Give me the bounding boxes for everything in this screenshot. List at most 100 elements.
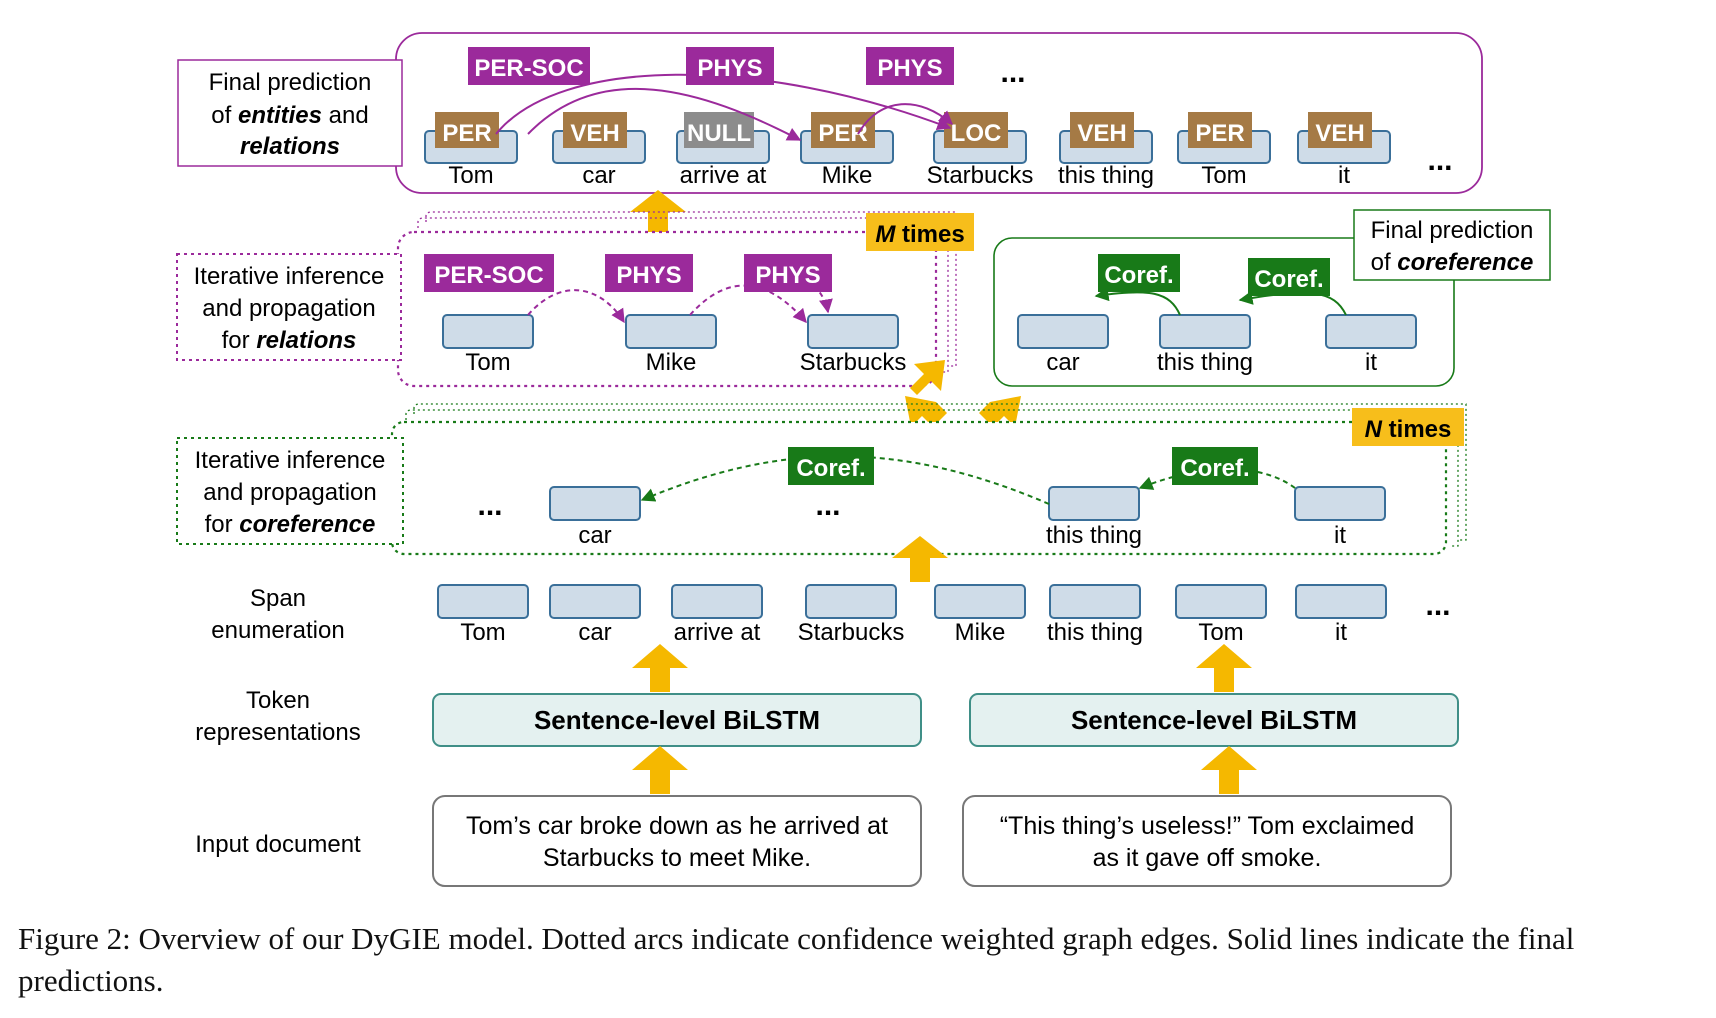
ellipsis: ... <box>815 489 840 522</box>
entity-tag: LOC <box>951 120 1002 147</box>
entity-tag: PER <box>1195 120 1244 147</box>
input-sentence-2: “This thing’s useless!” Tom exclaimed as… <box>962 795 1452 887</box>
row-label: Span <box>250 585 306 612</box>
entity-tag: VEH <box>570 120 619 147</box>
label-text: for <box>205 511 240 538</box>
span-label: it <box>1338 162 1350 189</box>
coref-tag: Coref. <box>1180 455 1249 482</box>
span-box <box>1049 584 1141 619</box>
span-box <box>549 584 641 619</box>
entity-span: VEH car <box>552 112 646 189</box>
entity-tag: VEH <box>1315 120 1364 147</box>
span-label: car <box>578 619 611 646</box>
bilstm-block-2: Sentence-level BiLSTM <box>969 693 1459 747</box>
up-arrow <box>630 190 686 236</box>
span-box <box>437 584 529 619</box>
entity-tag: VEH <box>1077 120 1126 147</box>
bilstm-label: Sentence-level BiLSTM <box>1071 705 1357 735</box>
relation-layer-spans: Tom Mike Starbucks <box>442 314 907 376</box>
enumerated-span: Starbucks <box>798 584 904 646</box>
sentence-line: as it gave off smoke. <box>1093 844 1322 872</box>
enumerated-span: arrive at <box>671 584 763 646</box>
final-coref-spans: car this thing it <box>1017 314 1417 376</box>
relation-tag: PHYS <box>877 55 942 82</box>
relation-arc <box>857 103 954 135</box>
relation-tag: PHYS <box>755 262 820 289</box>
label-emph: relations <box>256 327 356 354</box>
entity-tag-bg <box>811 112 875 148</box>
label-text: for <box>222 327 257 354</box>
label-emph: relations <box>240 133 340 160</box>
svg-text:of entities and: of entities and <box>211 102 368 129</box>
up-arrow <box>910 360 945 395</box>
relation-tag: PER-SOC <box>474 55 583 82</box>
final-relation-tags: PER-SOC PHYS PHYS <box>468 47 954 85</box>
figure-caption: Figure 2: Overview of our DyGIE model. D… <box>18 921 1575 998</box>
ellipsis: ... <box>1425 589 1450 622</box>
m-times-badge: M times <box>866 213 974 251</box>
coref-layer-arcs <box>640 455 1296 505</box>
relation-stack-shadows <box>417 211 957 373</box>
up-arrow <box>1196 644 1252 692</box>
coref-stack-shadows <box>405 403 1467 547</box>
span-box <box>1175 584 1267 619</box>
relation-layer-arcs <box>527 271 833 324</box>
label-emph: coreference <box>1397 249 1533 276</box>
row-label: enumeration <box>211 617 344 644</box>
bilstm-label: Sentence-level BiLSTM <box>534 705 820 735</box>
span-label: Tom <box>1201 162 1246 189</box>
span-label: it <box>1365 349 1377 376</box>
span-label: arrive at <box>674 619 761 646</box>
row-label: Input document <box>195 831 361 858</box>
coref-tag: Coref. <box>1104 262 1173 289</box>
svg-text:of coreference: of coreference <box>1371 249 1534 276</box>
badge-var: M <box>875 221 896 248</box>
entity-tag-bg <box>435 112 499 148</box>
up-arrow <box>979 396 1021 433</box>
enumerated-span: this thing <box>1047 584 1143 646</box>
label-text: and <box>322 102 369 129</box>
coref-iteration-label-box: Iterative inference and propagation for … <box>176 437 404 545</box>
enumerated-span: car <box>549 584 641 646</box>
badge-text: times <box>1382 416 1451 443</box>
label-line: Iterative inference <box>195 447 386 474</box>
svg-text:N times: N times <box>1365 416 1452 443</box>
ellipsis: ... <box>1000 56 1025 89</box>
relation-arc <box>527 87 802 141</box>
bilstm-block-1: Sentence-level BiLSTM <box>432 693 922 747</box>
label-emph: coreference <box>239 511 375 538</box>
span-label: car <box>1046 349 1079 376</box>
up-arrow <box>632 644 688 692</box>
span-label: Mike <box>955 619 1006 646</box>
label-line: and propagation <box>202 295 375 322</box>
up-arrow <box>892 536 948 582</box>
final-prediction-label-box: Final prediction of entities and relatio… <box>177 59 403 167</box>
final-coref-label-box: Final prediction of coreference <box>1353 209 1551 281</box>
span-label: Tom <box>465 349 510 376</box>
up-arrow <box>905 396 947 433</box>
row-label: representations <box>195 719 360 746</box>
entity-tag: PER <box>818 120 867 147</box>
entity-tag-bg <box>944 112 1008 148</box>
span-label: Mike <box>646 349 697 376</box>
relation-arc <box>495 73 952 135</box>
badge-var: N <box>1365 416 1383 443</box>
up-arrow <box>1201 746 1257 794</box>
enumerated-span: Tom <box>437 584 529 646</box>
relation-tag: PER-SOC <box>434 262 543 289</box>
relation-tag: PHYS <box>616 262 681 289</box>
span-label: car <box>582 162 615 189</box>
span-label: Starbucks <box>927 162 1034 189</box>
span-label: Starbucks <box>800 349 907 376</box>
dygie-architecture-diagram: Final prediction of entities and relatio… <box>176 32 1551 887</box>
span-label: Tom <box>1198 619 1243 646</box>
sentence-line: Tom’s car broke down as he arrived at <box>466 812 888 840</box>
span-box <box>671 584 763 619</box>
enumerated-span: it <box>1295 584 1387 646</box>
label-text: of <box>1371 249 1398 276</box>
